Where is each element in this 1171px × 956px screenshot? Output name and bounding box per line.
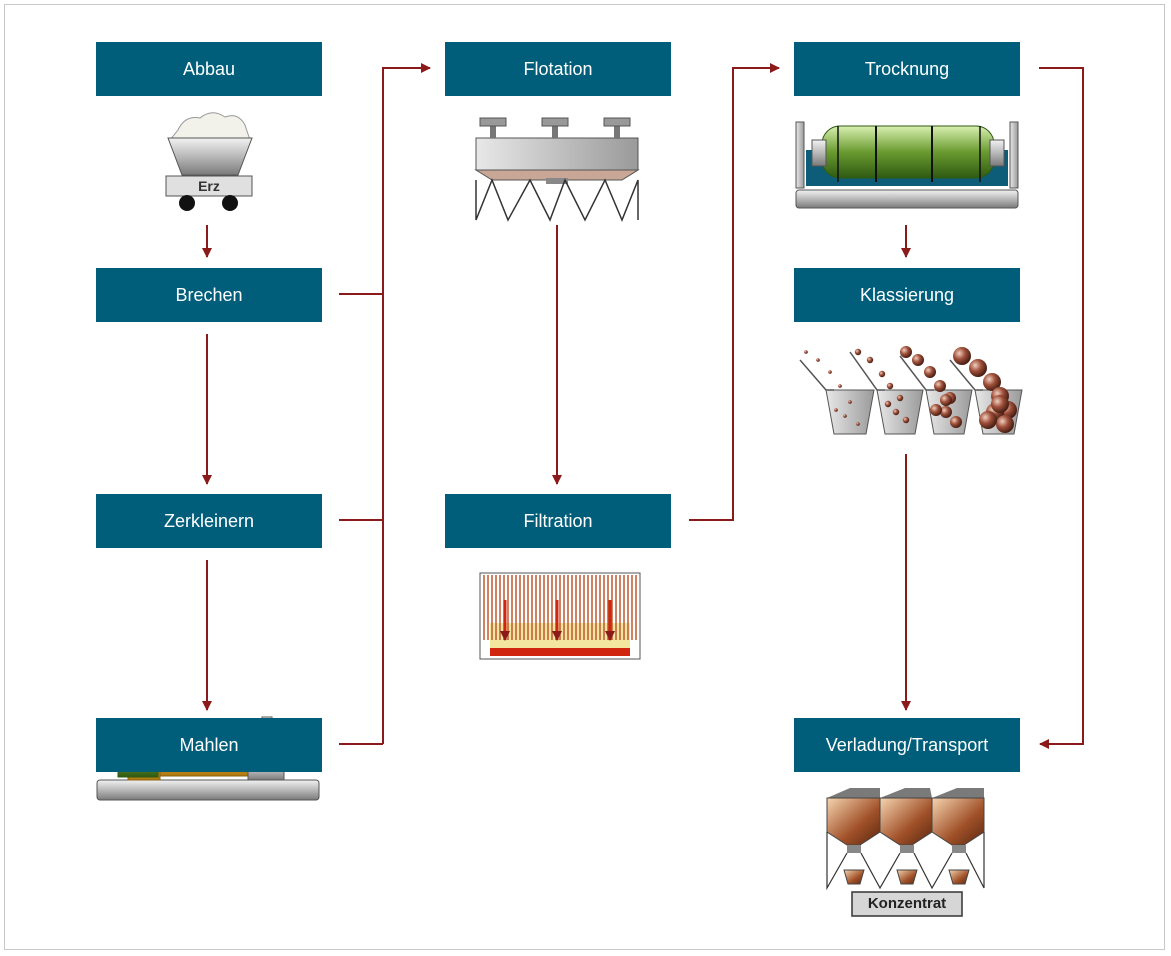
ore-cart-illustration [165, 112, 253, 211]
step-flotation: Flotation [445, 42, 671, 96]
flotation-cell-illustration [474, 117, 640, 222]
step-trocknung: Trocknung [794, 42, 1020, 96]
concentrate-label: Konzentrat [867, 895, 947, 912]
step-mahlen: Mahlen [96, 718, 322, 772]
arrow-filtration-trocknung [689, 63, 780, 521]
drum-dryer-illustration [795, 121, 1019, 209]
step-klassierung: Klassierung [794, 268, 1020, 322]
ore-cart-label: Erz [198, 178, 220, 194]
filter-press-illustration [479, 572, 641, 660]
silos-illustration [826, 788, 985, 917]
step-brechen: Brechen [96, 268, 322, 322]
step-verladung: Verladung/Transport [794, 718, 1020, 772]
arrow-to-flotation [382, 63, 431, 744]
arrow-trocknung-verladung [1039, 67, 1084, 749]
classifier-bins-illustration [799, 346, 1023, 435]
step-abbau: Abbau [96, 42, 322, 96]
diagram-frame [4, 4, 1165, 950]
step-filtration: Filtration [445, 494, 671, 548]
step-zerkleinern: Zerkleinern [96, 494, 322, 548]
